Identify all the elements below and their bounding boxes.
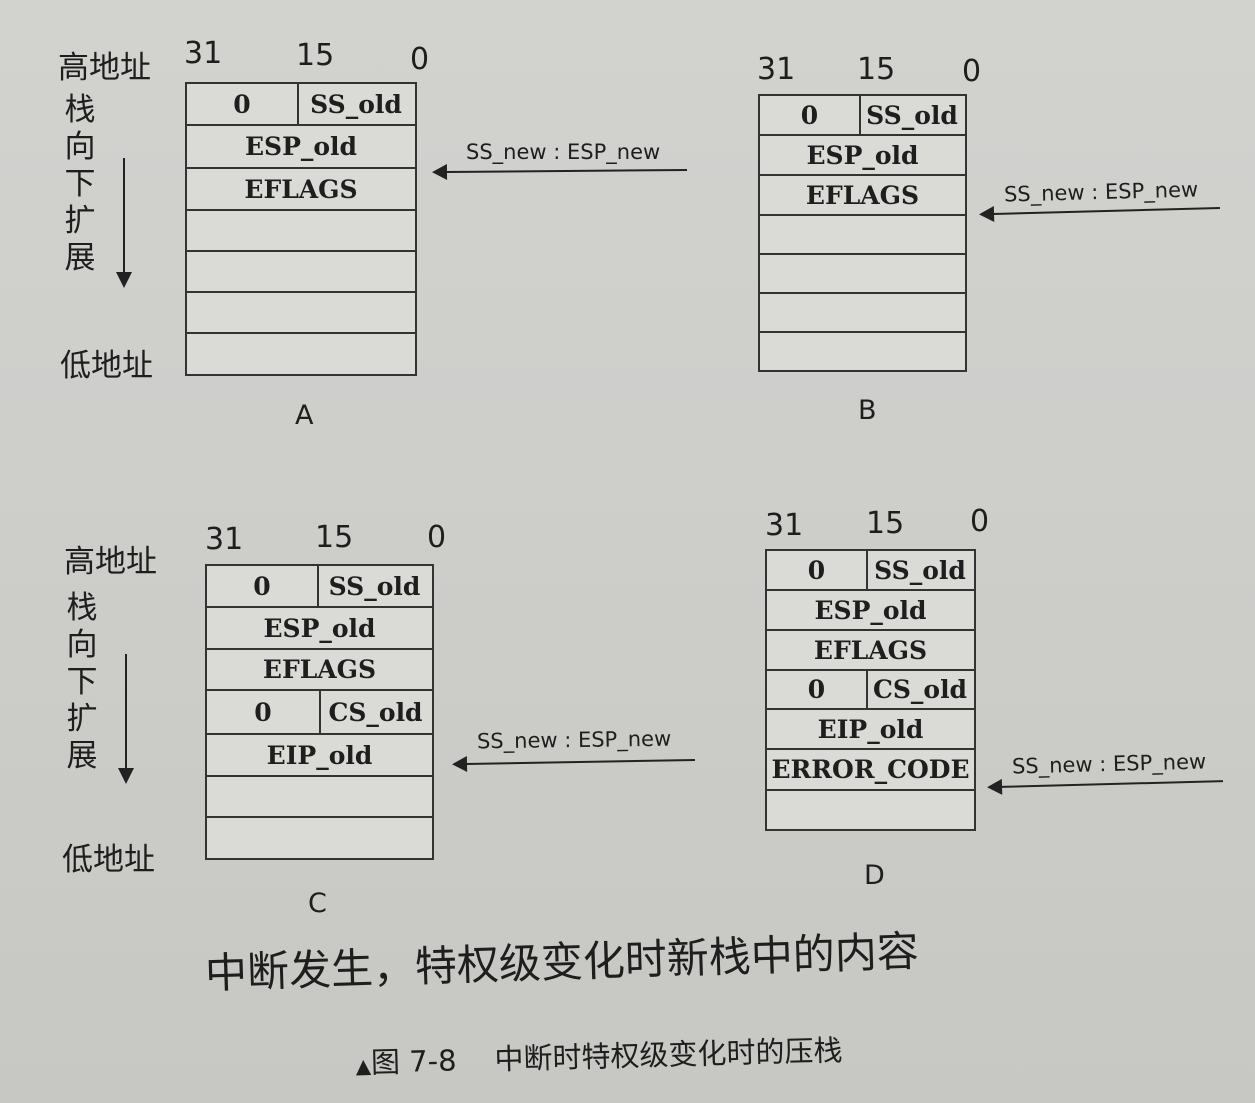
panel-label-d: D [864, 860, 885, 891]
stack-row: EIP_old [767, 710, 974, 750]
growth-char: 扩 [66, 701, 98, 737]
pointer-arrow-icon [993, 207, 1220, 215]
stack-row [187, 334, 415, 374]
bit-31-label: 31 [765, 508, 804, 543]
figure-caption-text: 中断时特权级变化时的压栈 [494, 1033, 843, 1077]
stack-row [187, 252, 415, 293]
bit-31-label: 31 [205, 522, 244, 557]
stack-cell: SS_old [874, 555, 966, 585]
growth-char: 展 [64, 240, 96, 276]
bit-15-label: 15 [296, 38, 335, 73]
stack-row [767, 791, 974, 829]
low-address-label-a: 低地址 [60, 348, 153, 384]
stack-row: ESP_old [207, 608, 432, 650]
bit-0-label: 0 [410, 42, 430, 77]
bit-31-label: 31 [757, 52, 796, 87]
stack-cell: SS_old [310, 89, 402, 119]
stack-row: ESP_old [187, 126, 415, 169]
down-arrow-icon [118, 654, 134, 784]
stack-row: EFLAGS [767, 631, 974, 671]
stack-diagram-b: 0 SS_old ESP_old EFLAGS [758, 94, 967, 372]
high-address-label-c: 高地址 [64, 544, 157, 580]
stack-cell: 0 [760, 96, 861, 134]
growth-char: 向 [64, 129, 96, 165]
stack-row [760, 255, 965, 294]
bit-0-label: 0 [427, 520, 447, 555]
stack-row [207, 818, 432, 858]
stack-row: 0 SS_old [767, 551, 974, 591]
pointer-label-b: SS_new : ESP_new [1003, 177, 1199, 207]
stack-row [207, 777, 432, 818]
growth-char: 栈 [64, 92, 96, 128]
stack-row [187, 211, 415, 252]
stack-cell: SS_old [866, 100, 958, 130]
stack-cell: CS_old [328, 697, 423, 727]
stack-row: EFLAGS [760, 176, 965, 216]
bit-31-label: 31 [184, 36, 223, 71]
bit-15-label: 15 [857, 52, 896, 87]
panel-label-b: B [858, 395, 877, 426]
diagram-subtitle: 中断发生，特权级变化时新栈中的内容 [204, 926, 920, 998]
pointer-arrow-icon [1001, 780, 1223, 788]
pointer-label-d: SS_new : ESP_new [1011, 749, 1207, 779]
pointer-label-c: SS_new : ESP_new [476, 726, 672, 754]
stack-row [187, 293, 415, 334]
stack-row: ESP_old [767, 591, 974, 631]
stack-diagram-c: 0 SS_old ESP_old EFLAGS 0 CS_old EIP_old [205, 564, 434, 860]
stack-row: EFLAGS [187, 169, 415, 211]
growth-char: 下 [66, 664, 98, 700]
bit-0-label: 0 [962, 54, 982, 89]
pointer-label-a: SS_new : ESP_new [466, 140, 661, 164]
bit-15-label: 15 [315, 520, 354, 555]
stack-row: 0 SS_old [760, 96, 965, 136]
panel-label-c: C [308, 888, 327, 919]
pointer-arrow-icon [466, 759, 695, 765]
high-address-label-a: 高地址 [58, 50, 151, 86]
panel-label-a: A [295, 400, 314, 431]
growth-char: 向 [66, 627, 98, 663]
growth-char: 扩 [64, 203, 96, 239]
stack-cell: SS_old [328, 571, 421, 601]
stack-row: EFLAGS [207, 650, 432, 691]
stack-cell: 0 [207, 691, 321, 733]
stack-row: 0 SS_old [187, 84, 415, 126]
stack-row: 0 SS_old [207, 566, 432, 608]
stack-cell: 0 [767, 551, 868, 589]
growth-char: 下 [64, 166, 96, 202]
stack-cell: CS_old [872, 675, 968, 704]
stack-cell: 0 [767, 671, 868, 708]
growth-char: 展 [66, 738, 98, 774]
down-arrow-icon [116, 158, 132, 288]
bit-0-label: 0 [970, 504, 990, 539]
stack-diagram-d: 0 SS_old ESP_old EFLAGS 0 CS_old EIP_old… [765, 549, 976, 831]
stack-row [760, 216, 965, 255]
stack-row [760, 294, 965, 333]
low-address-label-c: 低地址 [62, 842, 155, 878]
figure-caption: ▲图 7-8 中断时特权级变化时的压栈 [355, 1027, 843, 1082]
pointer-arrow-icon [445, 168, 688, 174]
stack-row: 0 CS_old [767, 671, 974, 710]
stack-diagram-a: 0 SS_old ESP_old EFLAGS [185, 82, 417, 376]
stack-row: 0 CS_old [207, 691, 432, 735]
bit-15-label: 15 [866, 506, 905, 541]
figure-number: 图 7-8 [370, 1043, 457, 1080]
stack-cell: 0 [187, 84, 299, 124]
stack-row: ERROR_CODE [767, 750, 974, 791]
growth-char: 栈 [66, 590, 98, 626]
caption-triangle-icon: ▲ [355, 1053, 372, 1078]
stack-row: ESP_old [760, 136, 965, 176]
stack-row: EIP_old [207, 735, 432, 777]
stack-cell: 0 [207, 566, 319, 606]
stack-row [760, 333, 965, 370]
